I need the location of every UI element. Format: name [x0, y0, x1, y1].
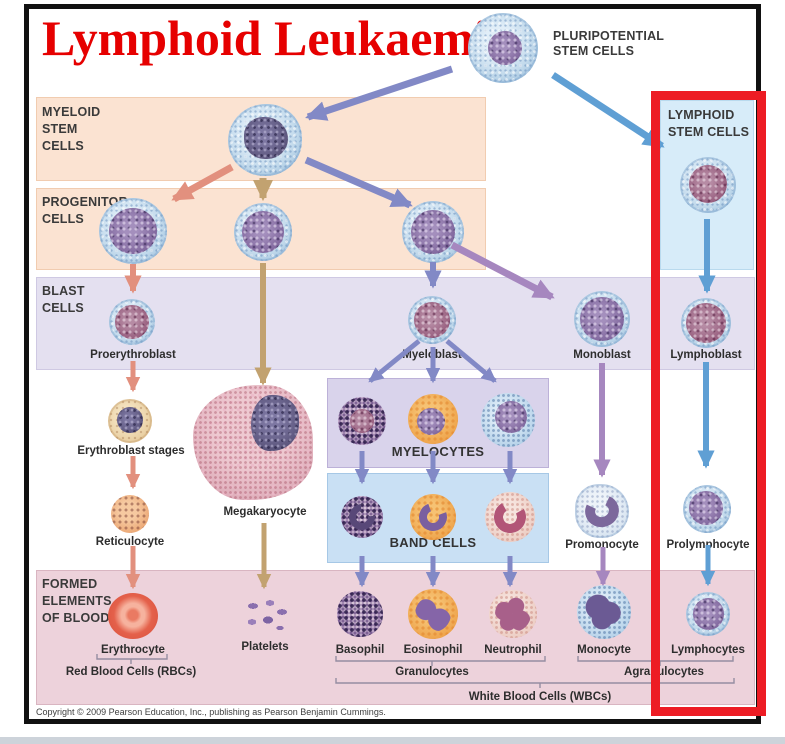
label-red-blood-cells: Red Blood Cells (RBCs) — [65, 666, 197, 678]
header-progenitor-cells: PROGENITOR CELLS — [42, 195, 128, 226]
cell-neutrophilic-myelocyte — [481, 393, 535, 447]
lymphoid-lineage-highlight-box — [651, 91, 766, 716]
label-megakaryocyte: Megakaryocyte — [223, 506, 307, 518]
label-erythrocyte: Erythrocyte — [101, 644, 165, 656]
cell-basophil — [337, 591, 383, 637]
cell-myeloid-stem — [228, 104, 302, 176]
cell-platelets — [243, 597, 289, 635]
cell-reticulocyte — [111, 495, 149, 533]
copyright-line: Copyright © 2009 Pearson Education, Inc.… — [36, 707, 386, 717]
bottom-edge-strip — [0, 737, 785, 744]
slide-title: Lymphoid Leukaemia — [42, 10, 513, 66]
cell-erythroblast — [108, 399, 152, 443]
cell-monoblast — [574, 291, 630, 347]
cell-myeloblast — [408, 296, 456, 344]
label-platelets: Platelets — [241, 641, 289, 653]
cell-neutrophil — [489, 590, 537, 638]
header-lymphoid-stem-cells: LYMPHOID STEM CELLS — [668, 108, 750, 139]
label-agranulocytes: Agranulocytes — [624, 666, 704, 678]
cell-pluripotential-stem — [468, 13, 538, 83]
cell-eosinophilic-myelocyte — [408, 394, 458, 444]
cell-lymphoid-stem — [680, 157, 736, 213]
label-granulocytes: Granulocytes — [395, 666, 469, 678]
header-blast-cells: BLAST CELLS — [42, 284, 85, 315]
label-lymphocytes: Lymphocytes — [671, 644, 745, 656]
label-myeloblast: Myeloblast — [402, 349, 462, 361]
label-monocyte: Monocyte — [577, 644, 631, 656]
cell-granulocyte-progenitor — [402, 201, 464, 263]
cell-prolymphocyte — [683, 485, 731, 533]
cell-eosinophil — [408, 589, 458, 639]
cell-basophilic-band — [341, 496, 383, 538]
cell-erythroid-progenitor — [99, 198, 167, 264]
cell-megakaryocyte-progenitor — [234, 203, 292, 261]
label-proerythroblast: Proerythroblast — [90, 349, 176, 361]
cell-lymphocyte — [686, 592, 730, 636]
label-band-cells: BAND CELLS — [389, 535, 477, 550]
header-myeloid-stem-cells: MYELOID STEM CELLS — [42, 105, 101, 153]
label-neutrophil: Neutrophil — [484, 644, 542, 656]
cell-basophilic-myelocyte — [338, 397, 386, 445]
cell-erythrocyte — [108, 593, 158, 639]
cell-neutrophilic-band — [485, 492, 535, 542]
label-myelocytes: MYELOCYTES — [391, 444, 485, 459]
header-formed-elements: FORMED ELEMENTS OF BLOOD — [42, 577, 112, 625]
cell-monocyte — [577, 585, 631, 639]
label-monoblast: Monoblast — [573, 349, 631, 361]
label-white-blood-cells: White Blood Cells (WBCs) — [468, 691, 612, 703]
cell-proerythroblast — [109, 299, 155, 345]
header-pluripotential-stem-cells: PLURIPOTENTIAL STEM CELLS — [553, 29, 665, 58]
cell-eosinophilic-band — [410, 494, 456, 540]
arrow-pluripotential-to-lymphoid — [551, 72, 665, 149]
label-reticulocyte: Reticulocyte — [95, 536, 165, 548]
label-eosinophil: Eosinophil — [403, 644, 463, 656]
label-promonocyte: Promonocyte — [565, 539, 639, 551]
label-basophil: Basophil — [335, 644, 385, 656]
band-formed-elements — [36, 570, 755, 705]
label-erythroblast-stages: Erythroblast stages — [77, 445, 185, 457]
cell-lymphoblast — [681, 298, 731, 348]
cell-promonocyte — [575, 484, 629, 538]
label-lymphoblast: Lymphoblast — [670, 349, 742, 361]
cell-megakaryocyte — [193, 385, 313, 500]
